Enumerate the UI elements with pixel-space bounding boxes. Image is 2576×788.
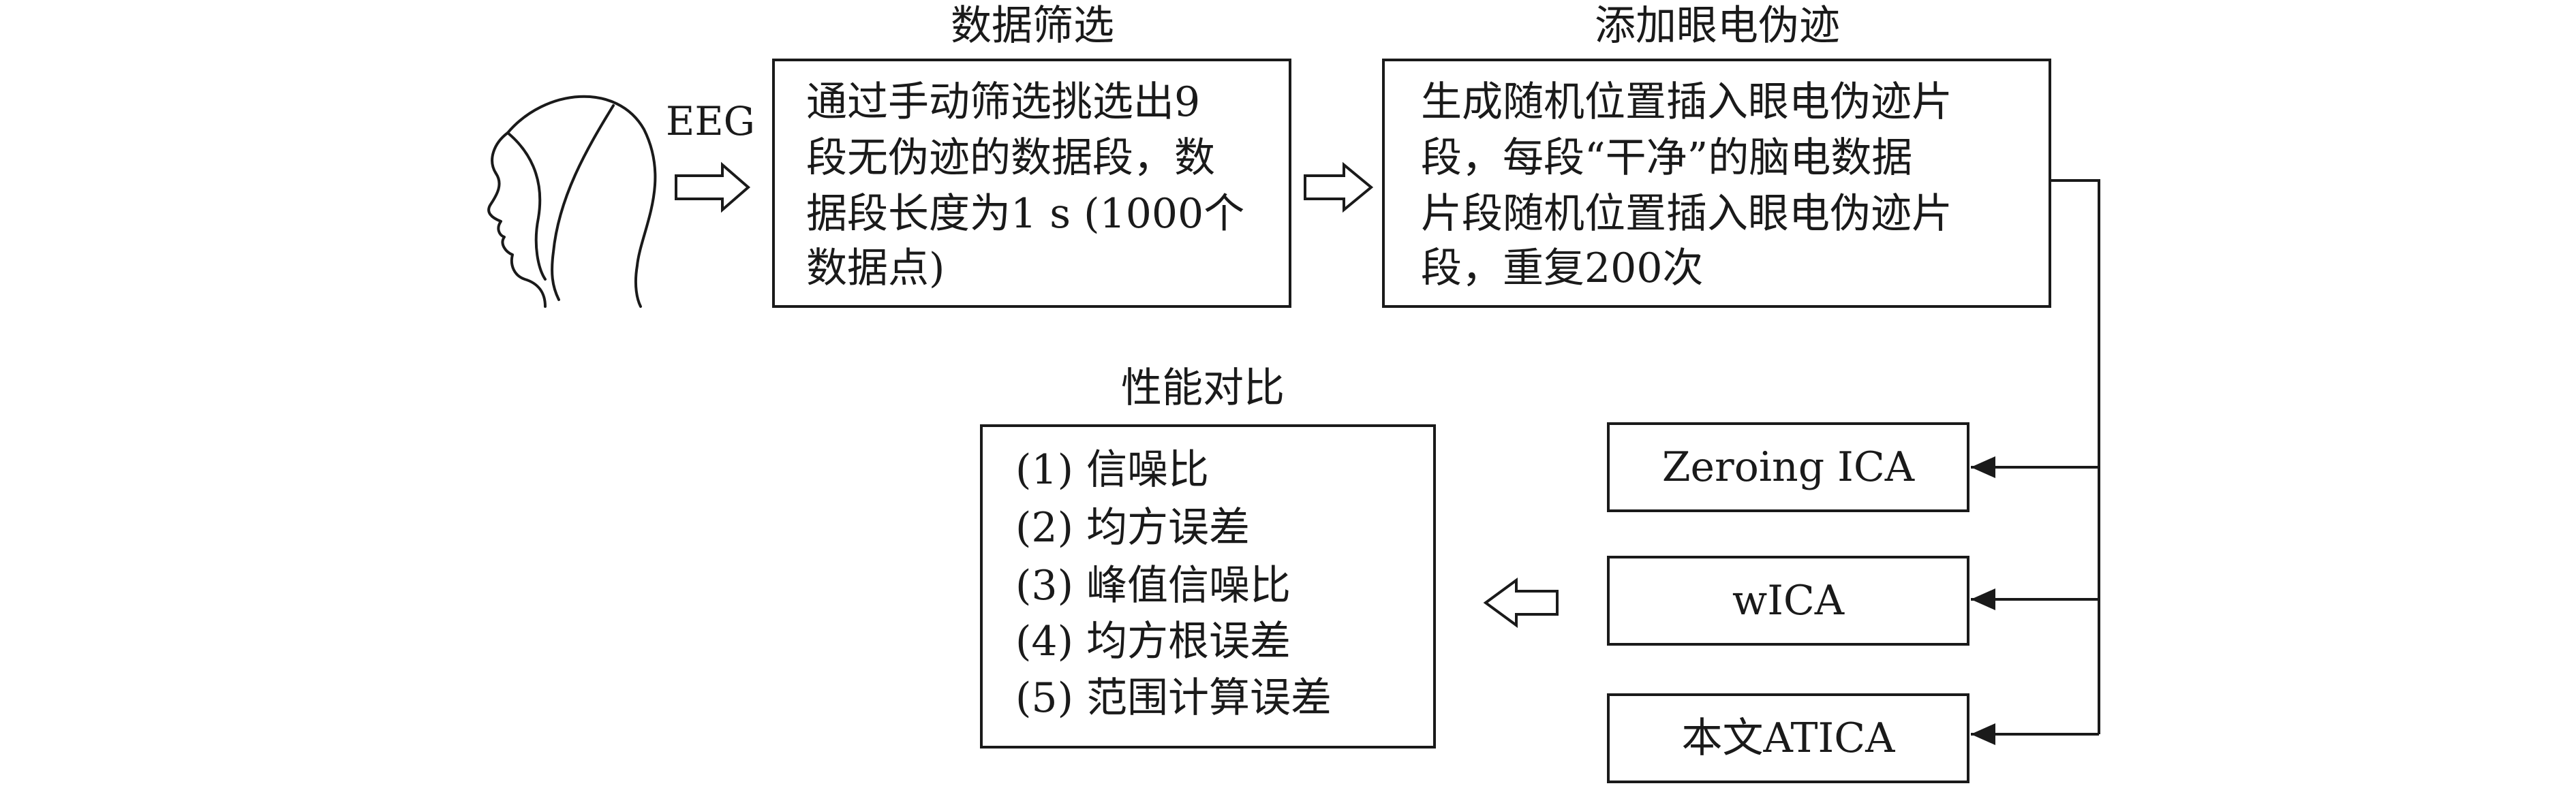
method-label-atica: 本文ATICA	[1681, 714, 1895, 762]
data-screening-line-2: 段无伪迹的数据段，数	[806, 134, 1215, 182]
data-screening-line-1: 通过手动筛选挑选出9	[806, 78, 1200, 126]
add-artifacts-line-2: 段，每段“干净”的脑电数据	[1421, 134, 1912, 182]
add-artifacts-line-3: 片段随机位置插入眼电伪迹片	[1421, 190, 1952, 238]
hollow-arrow-3	[1483, 578, 1559, 628]
hollow-arrow-2	[1304, 161, 1374, 213]
method-label-wica: wICA	[1732, 577, 1845, 625]
connector-vertical	[2050, 179, 2100, 734]
add-artifacts-line-1: 生成随机位置插入眼电伪迹片	[1421, 78, 1952, 126]
performance-item-5: (5) 范围计算误差	[1015, 674, 1332, 722]
add-artifacts-line-4: 段，重复200次	[1421, 245, 1704, 292]
add-artifacts-box	[1382, 59, 2051, 308]
data-screening-line-3: 据段长度为1 s (1000个	[806, 190, 1244, 238]
performance-item-3: (3) 峰值信噪比	[1015, 562, 1291, 610]
data-screening-title: 数据筛选	[951, 2, 1114, 50]
method-box-zeroing-ica	[1607, 422, 1969, 512]
method-box-wica	[1607, 556, 1969, 646]
data-screening-line-4: 数据点)	[806, 245, 945, 292]
head-eeg-cap-icon	[487, 95, 657, 308]
performance-box	[980, 424, 1436, 748]
add-artifacts-title: 添加眼电伪迹	[1595, 2, 1840, 50]
eeg-label: EEG	[666, 98, 755, 144]
hollow-arrow-1	[675, 161, 751, 213]
data-screening-box	[772, 59, 1291, 308]
performance-item-4: (4) 均方根误差	[1015, 618, 1291, 665]
performance-item-2: (2) 均方误差	[1015, 504, 1250, 552]
method-box-atica	[1607, 693, 1969, 783]
performance-title: 性能对比	[1121, 364, 1285, 412]
performance-item-1: (1) 信噪比	[1015, 446, 1209, 494]
method-label-zeroing-ica: Zeroing ICA	[1662, 443, 1915, 491]
